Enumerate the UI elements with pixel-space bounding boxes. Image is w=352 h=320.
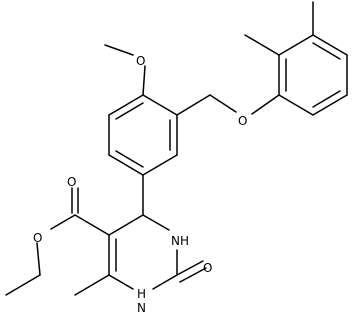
bond-o-aryl2	[251, 94, 280, 115]
atom-o-methoxy: O	[136, 54, 145, 68]
bond-ring2-e	[312, 94, 348, 116]
bond-ethyl	[5, 274, 41, 296]
bond-ring2-c-inner	[312, 42, 341, 60]
atom-o-ether: O	[238, 114, 247, 128]
atom-o-ester-carbonyl: O	[67, 175, 76, 189]
bond-ring-ch2	[176, 94, 211, 116]
bond-c5-c4	[108, 214, 144, 236]
bond-ring1-d	[108, 154, 144, 176]
bond-ester-o	[50, 214, 76, 230]
atom-nh-upper: NH	[171, 234, 189, 248]
bond-c2-o-inner	[179, 267, 207, 283]
bond-ring2-e-inner	[312, 90, 341, 108]
atom-o-ester: O	[33, 231, 42, 245]
atom-o-carbonyl: O	[203, 261, 212, 275]
bond-o-ethyl	[36, 242, 41, 276]
bond-ring1-c	[142, 154, 178, 176]
atom-n-lower: N	[137, 301, 146, 315]
bond-ring1-f-inner	[115, 102, 144, 120]
bond-c2-n1	[152, 274, 178, 290]
bond-ring1-d-inner	[115, 150, 144, 168]
bond-ch2-o	[209, 94, 237, 113]
bond-methyl-2	[244, 34, 280, 56]
atom-h-lower: H	[137, 287, 146, 301]
bond-ring2-c	[312, 34, 348, 56]
bond-c6-methyl	[74, 274, 110, 296]
bond-methyl-o	[104, 44, 134, 56]
bond-c5-ester	[74, 214, 110, 236]
bond-o-aryl	[142, 65, 146, 96]
bond-ring1-f	[108, 94, 144, 116]
bond-ring2-f	[278, 94, 314, 116]
bond-c2-o	[176, 260, 204, 276]
bond-n1-c6	[108, 274, 134, 290]
bond-ring1-a	[142, 94, 178, 116]
bond-c4-n3	[142, 214, 170, 231]
bond-ring2-b	[278, 34, 314, 56]
